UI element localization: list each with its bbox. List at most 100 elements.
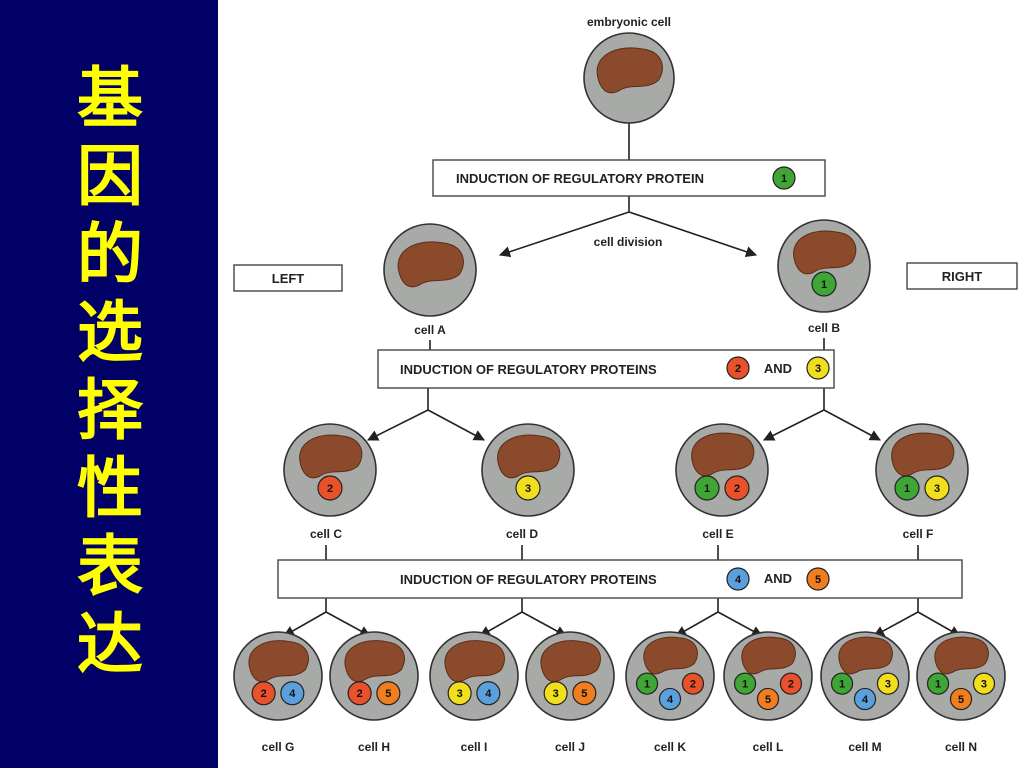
- protein-circle: [779, 672, 803, 695]
- cell-i-label: cell I: [461, 740, 488, 754]
- protein-number: 5: [815, 574, 821, 586]
- protein-circle: [515, 475, 541, 501]
- protein-number: 1: [644, 679, 650, 691]
- protein-number: 2: [735, 363, 741, 375]
- protein-circle: [635, 672, 659, 695]
- protein-4-marker: 4: [658, 687, 682, 711]
- protein-3-marker: 3: [543, 681, 568, 706]
- box-frame: [377, 349, 835, 389]
- cell-h-label: cell H: [358, 740, 390, 754]
- left-box: LEFT: [233, 264, 343, 292]
- box-frame: [906, 262, 1018, 290]
- protein-3-marker: 3: [515, 475, 541, 501]
- cell-j-label: cell J: [555, 740, 585, 754]
- protein-circle: [376, 681, 401, 706]
- cell-l-label: cell L: [753, 740, 784, 754]
- protein-number: 2: [690, 679, 696, 691]
- connector-line: [521, 611, 567, 637]
- nucleus: [248, 640, 309, 682]
- protein-number: 4: [862, 694, 869, 706]
- protein-circle: [772, 166, 796, 190]
- connector-line: [283, 611, 327, 637]
- title-char: 性: [77, 450, 143, 527]
- protein-circle: [876, 672, 900, 695]
- connector-line: [498, 211, 630, 258]
- nucleus: [344, 640, 405, 682]
- protein-number: 5: [581, 688, 587, 700]
- title-char: 因: [77, 138, 143, 215]
- protein-circle: [924, 475, 950, 501]
- protein-circle: [830, 672, 854, 695]
- protein-number: 1: [704, 483, 710, 495]
- nucleus: [397, 241, 464, 288]
- cell-b: 1: [777, 219, 871, 313]
- protein-number: 3: [934, 483, 940, 495]
- protein-circle: [543, 681, 568, 706]
- connector-line: [479, 611, 523, 637]
- connector-line: [427, 409, 485, 441]
- protein-circle: [681, 672, 705, 695]
- protein-circle: [724, 475, 750, 501]
- protein-1-marker: 1: [772, 166, 796, 190]
- protein-number: 3: [525, 483, 531, 495]
- title-char: 择: [77, 372, 143, 449]
- box-frame: [432, 159, 826, 197]
- protein-number: 1: [821, 279, 827, 291]
- protein-number: 1: [935, 679, 941, 691]
- protein-3-marker: 3: [924, 475, 950, 501]
- embryonic-cell-label: embryonic cell: [587, 15, 671, 29]
- connector-line: [675, 611, 719, 637]
- protein-circle: [894, 475, 920, 501]
- induction-box-1: INDUCTION OF REGULATORY PROTEIN 1: [432, 159, 826, 197]
- protein-number: 2: [357, 688, 363, 700]
- protein-2-marker: 2: [347, 681, 372, 706]
- protein-number: 3: [885, 679, 891, 691]
- nucleus: [793, 230, 857, 275]
- induction-text: INDUCTION OF REGULATORY PROTEINS: [400, 362, 657, 377]
- protein-number: 1: [781, 173, 787, 185]
- nucleus: [891, 432, 955, 477]
- protein-number: 1: [742, 679, 748, 691]
- nucleus: [691, 432, 755, 477]
- protein-2-marker: 2: [681, 672, 705, 695]
- protein-number: 3: [457, 688, 463, 700]
- protein-1-marker: 1: [635, 672, 659, 695]
- protein-circle: [572, 681, 597, 706]
- nucleus: [444, 640, 505, 682]
- connector-line: [823, 409, 881, 441]
- protein-1-marker: 1: [894, 475, 920, 501]
- connector-line: [717, 611, 763, 637]
- protein-number: 5: [385, 688, 391, 700]
- right-box: RIGHT: [906, 262, 1018, 290]
- induction-text: INDUCTION OF REGULATORY PROTEIN: [456, 171, 704, 186]
- title-char: 的: [77, 216, 143, 293]
- and-label: AND: [764, 361, 792, 376]
- title-char: 达: [77, 606, 143, 683]
- protein-2-marker: 2: [724, 475, 750, 501]
- nucleus: [838, 636, 893, 675]
- protein-circle: [347, 681, 372, 706]
- protein-2-marker: 2: [251, 681, 276, 706]
- protein-number: 4: [735, 574, 742, 586]
- cell-a: [383, 223, 477, 317]
- protein-3-marker: 3: [447, 681, 472, 706]
- induction-text: INDUCTION OF REGULATORY PROTEINS: [400, 572, 657, 587]
- cell-d-label: cell D: [506, 527, 538, 541]
- nucleus: [540, 640, 601, 682]
- protein-number: 2: [261, 688, 267, 700]
- protein-circle: [280, 681, 305, 706]
- cell-n-label: cell N: [945, 740, 977, 754]
- protein-circle: [317, 475, 343, 501]
- protein-circle: [756, 687, 780, 711]
- protein-circle: [476, 681, 501, 706]
- connector-line: [366, 409, 429, 441]
